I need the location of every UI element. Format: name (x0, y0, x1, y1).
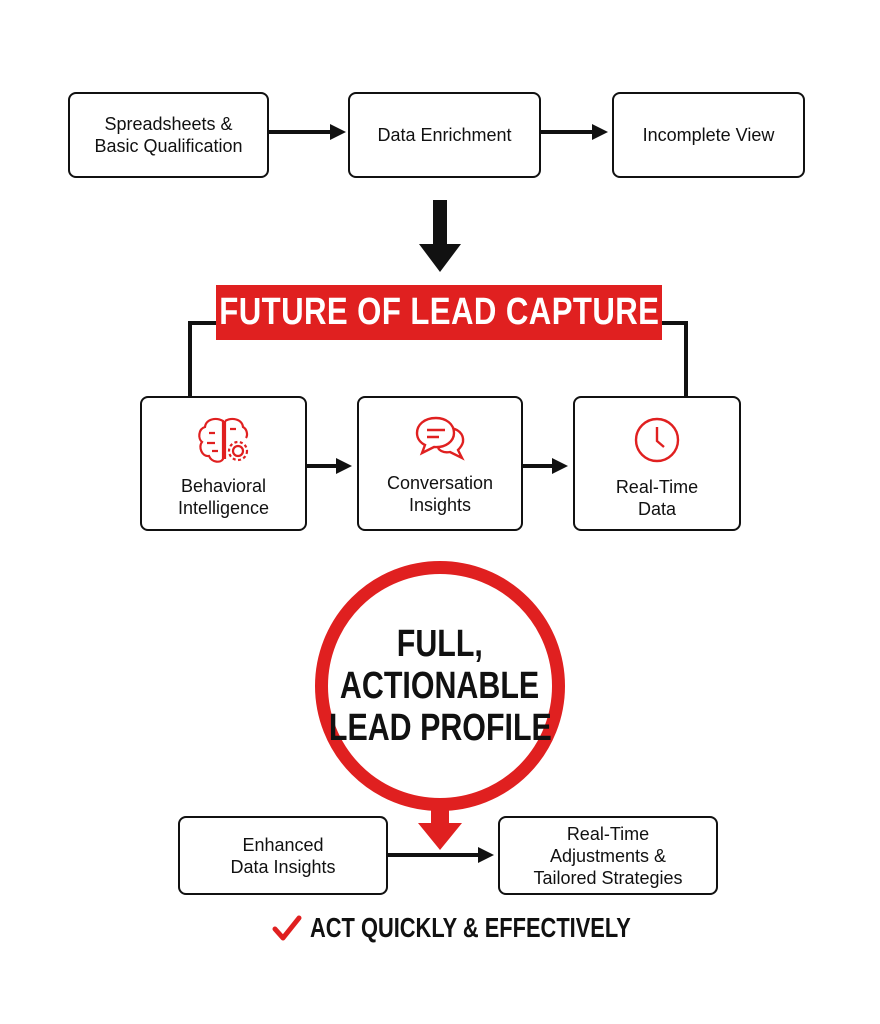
brain-gear-icon (197, 417, 248, 463)
clock-icon (634, 417, 680, 462)
outcome-label: Adjustments & (549, 845, 667, 866)
card-label: Real-Time (615, 476, 699, 497)
step-data-enrichment: Data Enrichment (348, 92, 541, 178)
act-quickly-callout: ACT QUICKLY & EFFECTIVELY (272, 912, 721, 944)
card-label: Behavioral (180, 475, 267, 496)
card-label: Insights (408, 494, 472, 515)
step-label: Spreadsheets & (104, 114, 233, 134)
card-behavioral-intelligence: Behavioral Intelligence (140, 396, 307, 531)
callout-text: ACT QUICKLY & EFFECTIVELY (310, 912, 631, 943)
chat-bubbles-icon (415, 416, 465, 461)
circle-text: LEAD PROFILE (328, 707, 552, 749)
card-label: Intelligence (177, 497, 270, 518)
circle-text: FULL, (396, 623, 484, 665)
outcome-label: Real-Time (566, 823, 650, 844)
step-spreadsheets: Spreadsheets & Basic Qualification (68, 92, 269, 178)
card-conversation-insights: Conversation Insights (357, 396, 523, 531)
outcome-real-time-adjustments: Real-Time Adjustments & Tailored Strateg… (498, 816, 718, 895)
step-incomplete-view: Incomplete View (612, 92, 805, 178)
circle-text: ACTIONABLE (340, 665, 540, 707)
lead-profile-circle: FULL, ACTIONABLE LEAD PROFILE (315, 561, 565, 811)
card-label: Conversation (386, 472, 494, 493)
card-real-time-data: Real-Time Data (573, 396, 741, 531)
outcome-enhanced-data-insights: Enhanced Data Insights (178, 816, 388, 895)
checkmark-icon (272, 915, 302, 941)
step-label: Incomplete View (642, 125, 775, 145)
step-label: Basic Qualification (94, 136, 243, 156)
outcome-label: Enhanced (242, 834, 324, 855)
outcome-label: Tailored Strategies (533, 867, 683, 888)
outcome-label: Data Insights (230, 856, 336, 877)
card-label: Data (637, 498, 677, 519)
step-label: Data Enrichment (377, 125, 512, 145)
future-banner: FUTURE OF LEAD CAPTURE (216, 285, 662, 340)
banner-title: FUTURE OF LEAD CAPTURE (218, 291, 660, 333)
